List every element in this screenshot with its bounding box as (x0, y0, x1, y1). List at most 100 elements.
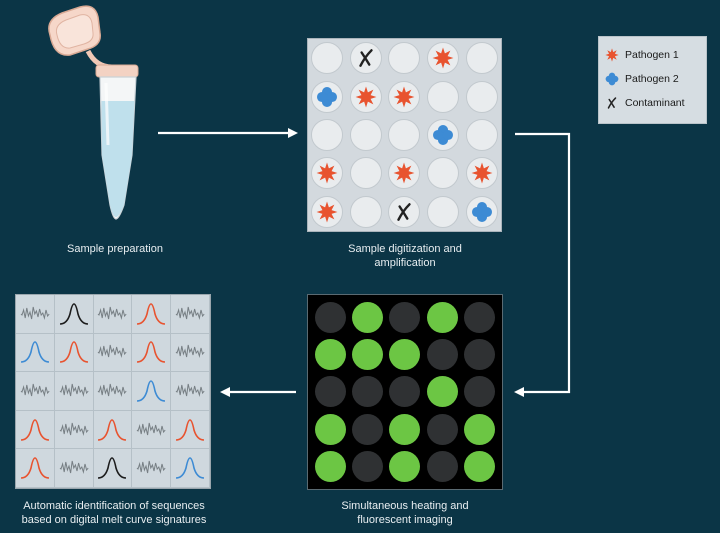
fluorescent-well-off (352, 376, 384, 408)
sample-well (349, 157, 382, 190)
fluorescence-cell (424, 373, 461, 410)
melt-curve-cell (54, 295, 94, 334)
fluorescence-cell (461, 448, 498, 485)
sample-well (311, 42, 344, 75)
red-melt-curve-icon (137, 341, 166, 364)
digitization-cell (347, 154, 386, 192)
fluorescence-cell (349, 299, 386, 336)
arrowhead-3 (220, 387, 230, 397)
digitization-cell (462, 77, 501, 115)
melt-curve-cell (93, 295, 133, 334)
arrowhead-1 (288, 128, 298, 138)
digitization-cell (308, 77, 347, 115)
black-melt-curve-icon (59, 302, 88, 325)
noise-signal-icon (59, 422, 89, 436)
fluorescent-well-off (426, 339, 458, 371)
fluorescent-well-off (463, 339, 495, 371)
pathogen-2-icon (605, 72, 619, 86)
blue-melt-curve-icon (137, 380, 166, 402)
fluorescent-well-on (463, 450, 495, 482)
noise-signal-icon (98, 383, 128, 397)
fluorescence-cell (349, 336, 386, 373)
caption-identification: Automatic identification of sequences ba… (0, 499, 228, 527)
digitization-cell (308, 39, 347, 77)
contaminant-icon (607, 97, 617, 109)
pathogen-2-icon (471, 201, 492, 222)
caption-imaging: Simultaneous heating and fluorescent ima… (300, 499, 510, 527)
arrowhead-2 (514, 387, 524, 397)
sample-well (388, 80, 421, 113)
digitization-cell (347, 39, 386, 77)
noise-signal-icon (20, 306, 50, 320)
legend-label: Pathogen 2 (625, 73, 679, 85)
melt-curve-cell (93, 372, 133, 411)
red-melt-curve-icon (98, 418, 127, 441)
fluorescent-well-on (315, 450, 347, 482)
fluorescence-cell (312, 373, 349, 410)
fluorescent-well-off (315, 302, 347, 334)
fluorescence-cell (386, 299, 423, 336)
sample-tube-icon (48, 5, 139, 220)
digitization-cell (308, 116, 347, 154)
pathogen-1-icon (394, 162, 415, 184)
contaminant-icon (397, 202, 412, 221)
caption-sample-preparation: Sample preparation (66, 243, 163, 255)
melt-curve-cell (54, 333, 94, 373)
fluorescence-cell (312, 448, 349, 485)
melt-curve-cell (93, 333, 133, 373)
caption-imaging-line1: Simultaneous heating and (341, 500, 469, 512)
legend-item: Pathogen 2 (605, 67, 700, 91)
digitization-cell (462, 116, 501, 154)
digitization-cell (462, 154, 501, 192)
fluorescence-cell (312, 299, 349, 336)
fluorescent-well-off (463, 376, 495, 408)
noise-signal-icon (175, 345, 205, 359)
fluorescent-well-on (315, 339, 347, 371)
melt-curve-cell (16, 295, 55, 334)
pathogen-1-icon (316, 201, 338, 223)
fluorescence-cell (424, 336, 461, 373)
fluorescent-well-off (389, 302, 421, 334)
noise-signal-icon (175, 383, 205, 397)
fluorescence-cell (349, 373, 386, 410)
digitization-cell (347, 116, 386, 154)
noise-signal-icon (59, 383, 89, 397)
fluorescence-cell (386, 448, 423, 485)
red-melt-curve-icon (20, 418, 49, 441)
legend-label: Pathogen 1 (625, 49, 679, 61)
fluorescent-well-on (389, 450, 421, 482)
legend-label: Contaminant (625, 97, 685, 109)
digitization-cell (385, 116, 424, 154)
pathogen-2-icon (433, 124, 454, 145)
fluorescence-cell (424, 411, 461, 448)
sample-well (427, 195, 460, 228)
fluorescence-cell (424, 299, 461, 336)
fluorescent-well-off (463, 302, 495, 334)
red-melt-curve-icon (176, 418, 205, 441)
digitization-cell (347, 77, 386, 115)
caption-identification-line2: based on digital melt curve signatures (21, 514, 207, 526)
fluorescence-cell (312, 411, 349, 448)
melt-curve-cell (132, 449, 172, 488)
fluorescent-well-on (389, 339, 421, 371)
red-melt-curve-icon (20, 457, 49, 479)
sample-well (388, 118, 421, 151)
melt-curve-cell (171, 449, 210, 488)
sample-well (349, 80, 382, 113)
fluorescent-well-on (352, 339, 384, 371)
digitization-cell (385, 77, 424, 115)
digitization-cell (424, 116, 463, 154)
red-melt-curve-icon (59, 341, 88, 364)
sample-well (311, 118, 344, 151)
sample-well (311, 157, 344, 190)
sample-well (427, 118, 460, 151)
fluorescent-well-on (463, 413, 495, 445)
sample-well (465, 42, 498, 75)
digitization-cell (424, 154, 463, 192)
fluorescence-grid (307, 294, 503, 490)
caption-digitization: Sample digitization and amplification (300, 242, 510, 270)
caption-digitization-line2: amplification (374, 257, 436, 269)
melt-curve-cell (171, 372, 210, 411)
fluorescence-cell (349, 411, 386, 448)
